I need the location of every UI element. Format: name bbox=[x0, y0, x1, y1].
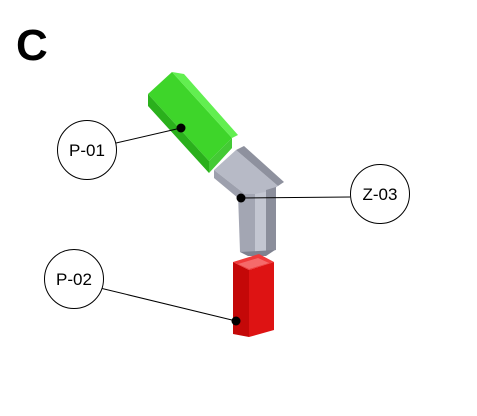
callout-p01: P-01 bbox=[57, 120, 117, 180]
part-p01-green-tube bbox=[148, 72, 238, 173]
leader-line-p02 bbox=[99, 287, 237, 322]
leader-line-p01 bbox=[115, 127, 182, 144]
callout-z03-label: Z-03 bbox=[363, 185, 398, 204]
part-z03-grey-channel bbox=[214, 146, 284, 256]
leader-lines bbox=[99, 127, 351, 322]
panel-letter: C bbox=[16, 21, 48, 70]
leader-line-z03 bbox=[240, 196, 351, 199]
callout-z03: Z-03 bbox=[350, 164, 410, 224]
part-p02-red-tube bbox=[233, 254, 274, 337]
callout-p02-label: P-02 bbox=[56, 270, 92, 289]
anchor-dot-p01 bbox=[176, 123, 186, 133]
callout-p01-label: P-01 bbox=[69, 141, 105, 160]
anchor-dot-p02 bbox=[231, 316, 241, 326]
anchor-dot-z03 bbox=[236, 193, 246, 203]
callout-p02: P-02 bbox=[44, 249, 104, 309]
